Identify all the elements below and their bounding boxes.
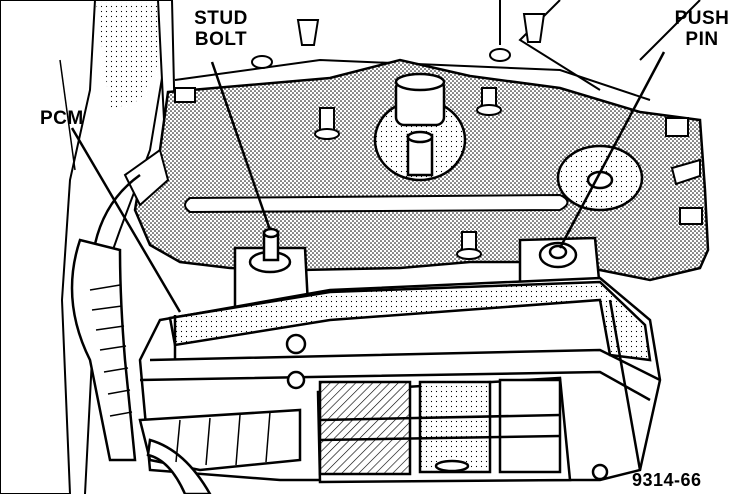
bracket-studs	[314, 87, 703, 260]
leader-lines	[70, 51, 666, 313]
wiring-harness	[70, 173, 302, 494]
bracket-slot	[184, 193, 569, 214]
left-bracket-clip	[123, 87, 196, 207]
stud-bolt-label: STUD BOLT	[176, 8, 266, 50]
upper-fasteners	[251, 13, 546, 69]
pcm-connector	[316, 376, 572, 484]
stud-bolt-pedestal	[233, 227, 310, 312]
stud-bolt-leader	[210, 61, 272, 231]
pcm-leader	[70, 127, 182, 313]
push-pin-leader	[558, 51, 666, 249]
upper-body-lines	[174, 0, 701, 101]
stud-bolt-label-line2: BOLT	[194, 29, 248, 50]
push-pin-label-line1: PUSH	[674, 8, 730, 29]
push-pin-label: PUSH PIN	[664, 8, 740, 50]
figure-number: 9314-66	[632, 470, 702, 490]
center-boss	[373, 72, 467, 182]
shading-upper-left	[96, 2, 160, 110]
stud-bolt-label-line1: STUD	[194, 8, 248, 29]
right-boss	[556, 144, 644, 212]
push-pin-label-line2: PIN	[685, 29, 719, 50]
pcm-label: PCM	[40, 108, 84, 129]
